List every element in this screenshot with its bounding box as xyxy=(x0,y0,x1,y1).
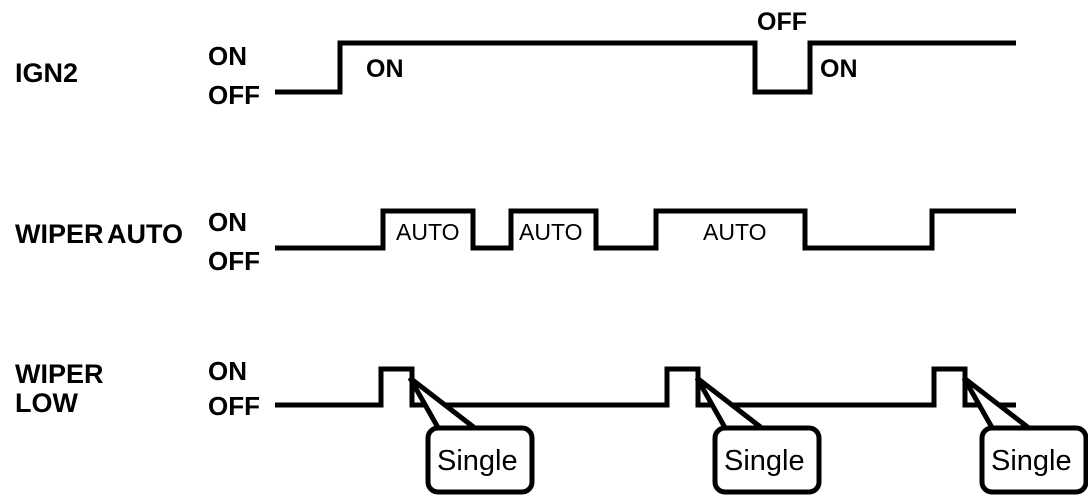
level-label-off-wiper-auto: OFF xyxy=(208,246,260,276)
signal-name-wiper-low-line1: WIPER xyxy=(15,359,104,389)
callout-single-1[interactable]: Single xyxy=(407,376,535,495)
level-label-off-wiper-low: OFF xyxy=(208,391,260,421)
state-label-auto-3: AUTO xyxy=(703,219,766,245)
state-label-ign2-on-1: ON xyxy=(366,55,404,83)
level-label-off-ign2: OFF xyxy=(208,80,260,110)
state-label-auto-2: AUTO xyxy=(519,219,582,245)
callout-single-3[interactable]: Single xyxy=(961,376,1088,495)
state-label-ign2-on-2: ON xyxy=(820,55,858,83)
callout-label-1: Single xyxy=(437,445,518,477)
callout-box-3 xyxy=(979,425,1088,495)
level-label-on-ign2: ON xyxy=(208,41,247,71)
callout-label-3: Single xyxy=(991,445,1072,477)
callout-box-2 xyxy=(712,425,822,495)
row-wiper-auto: WIPER AUTO ON OFF AUTO AUTO AUTO xyxy=(15,207,1016,276)
waveform-ign2 xyxy=(275,40,1016,95)
state-label-ign2-off: OFF xyxy=(757,8,807,36)
waveform-wiper-auto xyxy=(275,208,1016,251)
callout-label-2: Single xyxy=(724,445,805,477)
callout-single-2[interactable]: Single xyxy=(694,376,822,495)
level-label-on-wiper-low: ON xyxy=(208,356,247,386)
row-wiper-low: WIPER LOW ON OFF Single Single Singl xyxy=(15,356,1088,495)
callout-box-1 xyxy=(425,425,535,495)
signal-name-wiper-auto-part2: AUTO xyxy=(107,219,183,249)
signal-name-wiper-auto-part1: WIPER xyxy=(15,219,104,249)
state-label-auto-1: AUTO xyxy=(396,219,459,245)
row-ign2: IGN2 ON OFF ON OFF ON xyxy=(15,8,1016,110)
signal-name-wiper-low-line2: LOW xyxy=(15,388,78,418)
level-label-on-wiper-auto: ON xyxy=(208,207,247,237)
waveform-wiper-low xyxy=(275,366,1016,408)
signal-name-ign2: IGN2 xyxy=(15,58,78,88)
